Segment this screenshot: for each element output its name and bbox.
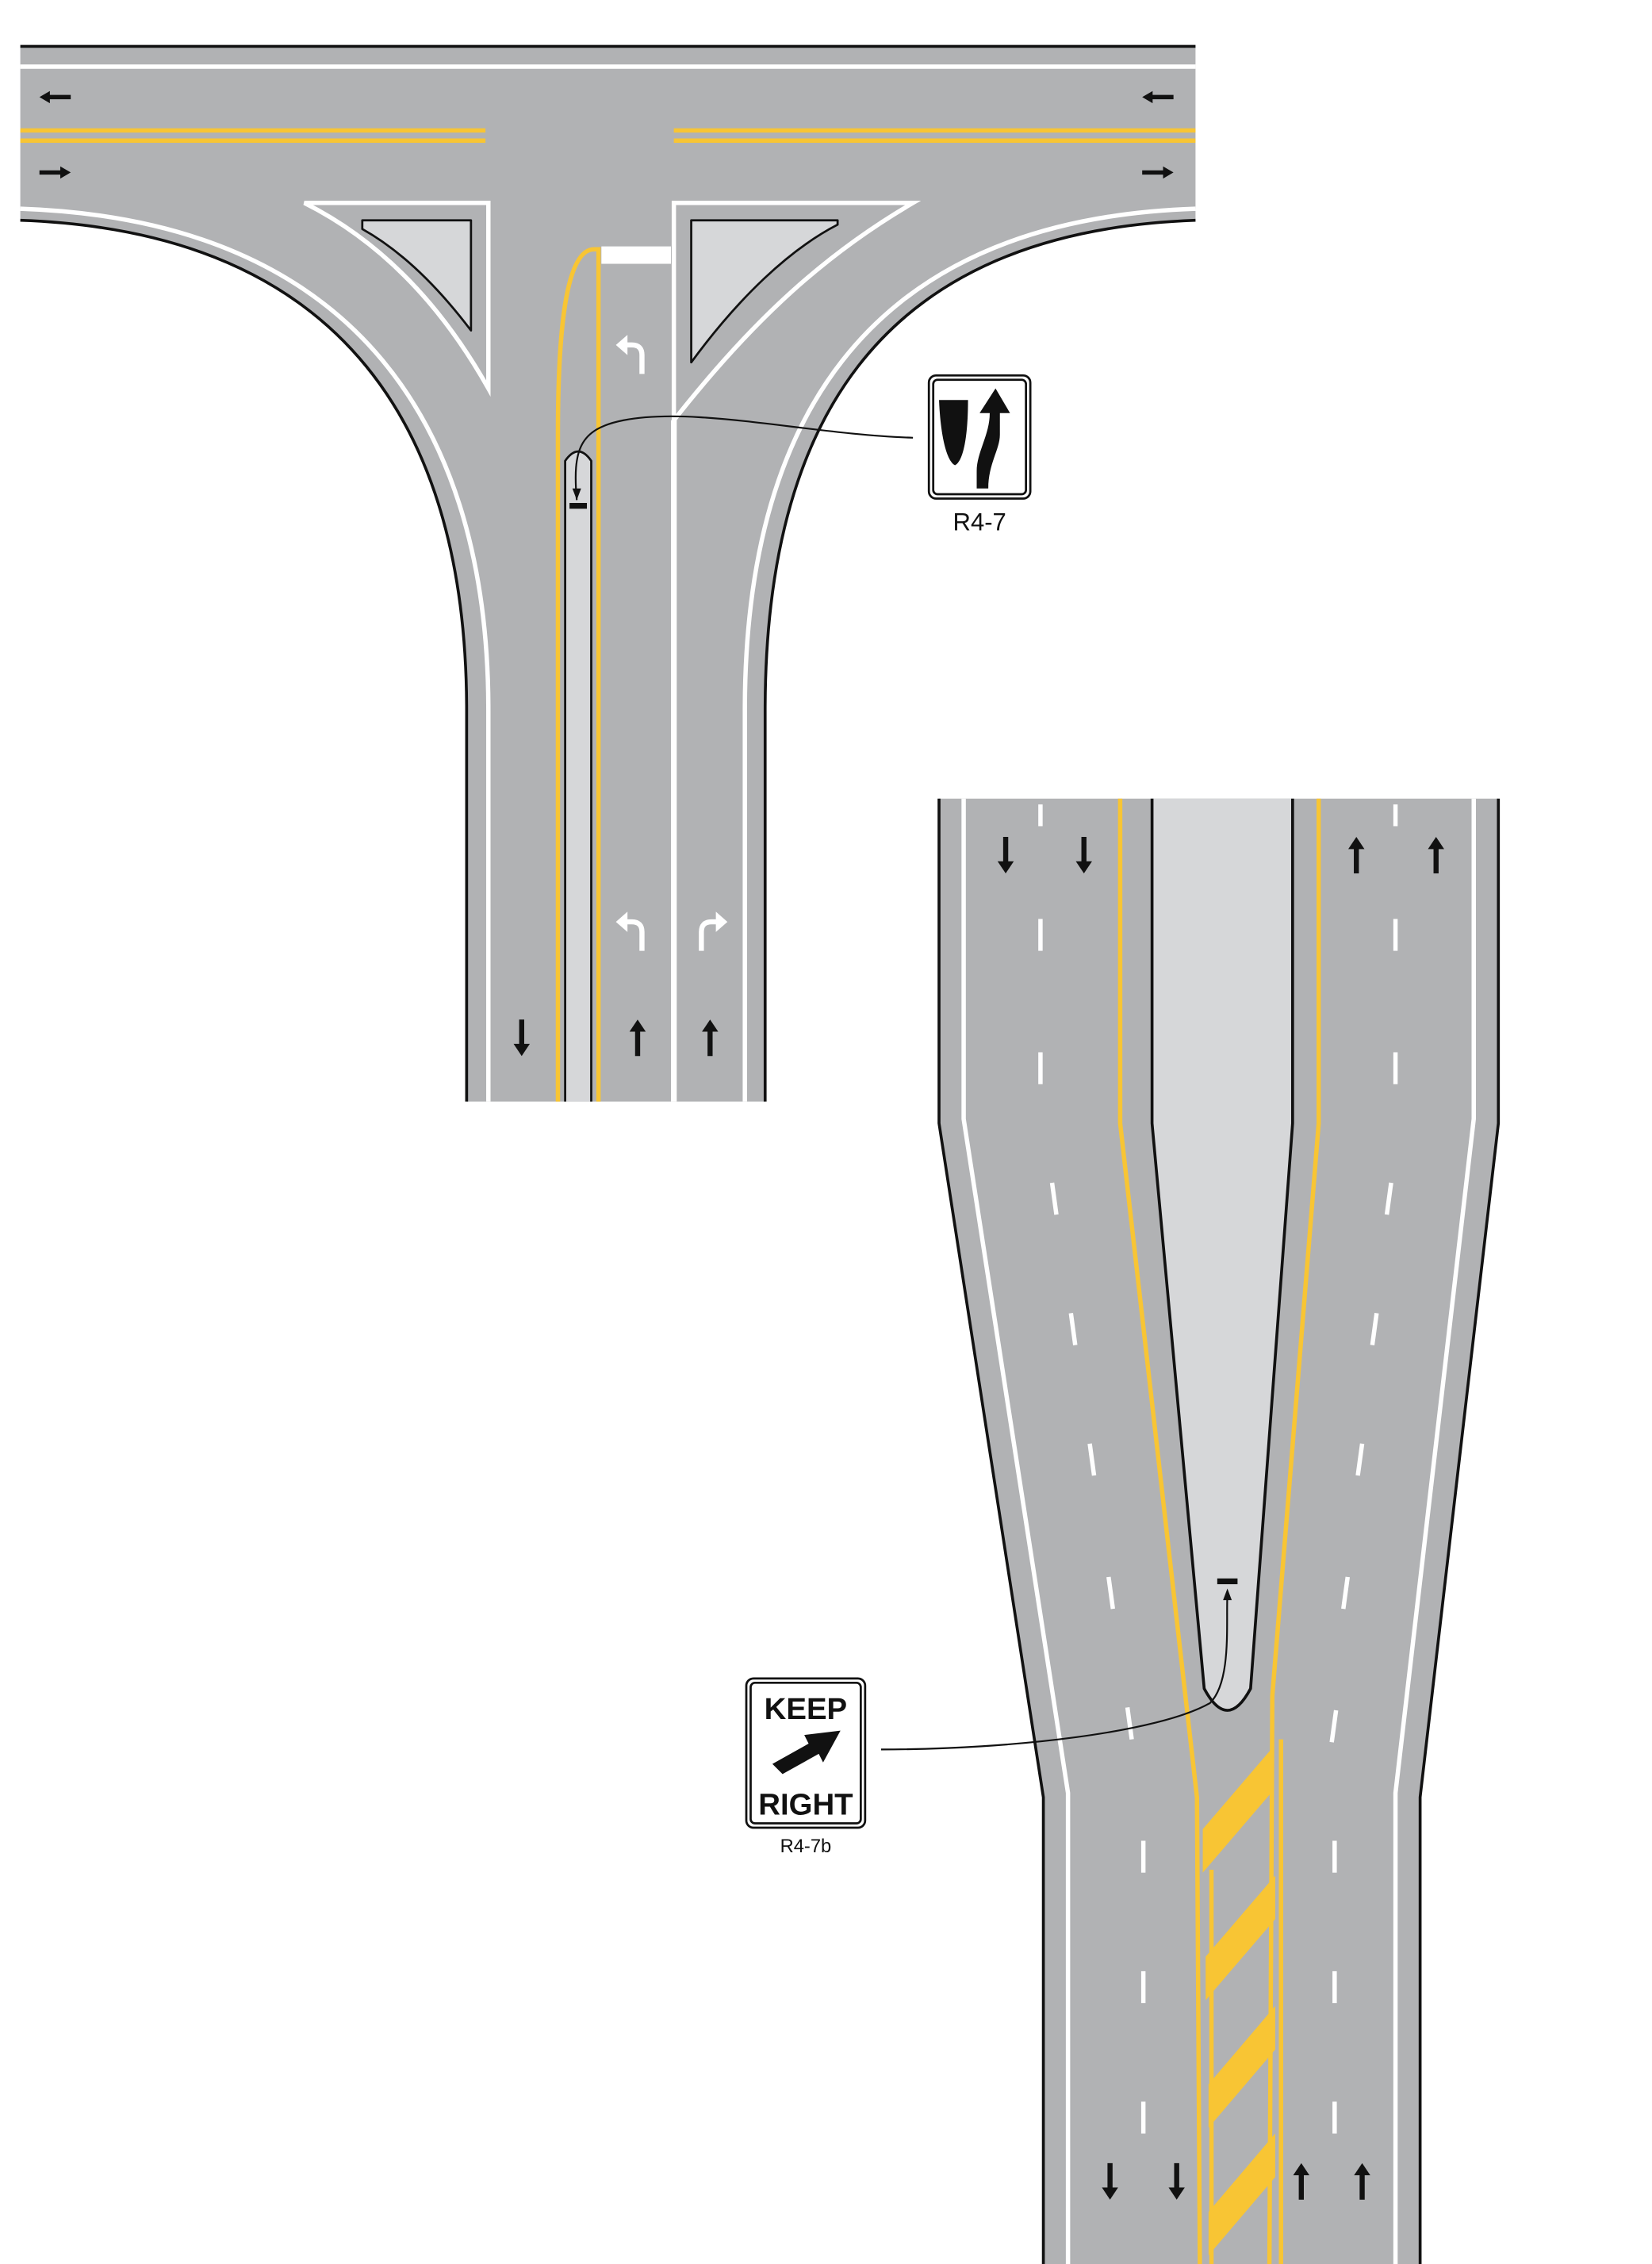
- white-edge-line: [1393, 798, 1476, 2264]
- left-channelizing-island: [303, 201, 491, 397]
- double-yellow-centerline: [20, 128, 1196, 143]
- hatched-median-markings: [1202, 1748, 1275, 2256]
- sign-r4-7: [927, 374, 1032, 500]
- leader-arrowhead: [1223, 1588, 1232, 1601]
- stop-bar: [601, 246, 671, 264]
- divided-highway: [937, 798, 1501, 2264]
- sign-post-marker: [569, 503, 588, 509]
- island-symbol-icon: [939, 400, 968, 466]
- pavement: [20, 46, 1196, 1102]
- right-channelizing-island: [671, 201, 922, 427]
- white-edge-line: [961, 798, 1071, 2264]
- lane-dashes: [1038, 804, 1398, 2134]
- diagonal-arrow-icon: [772, 1730, 841, 1775]
- sign-code-r4-7: R4-7: [953, 508, 1006, 536]
- right-turn-arrow-icon: [699, 919, 718, 951]
- leader-line: [880, 1594, 1228, 1751]
- sign-r4-7b: KEEP RIGHT: [745, 1677, 867, 1829]
- road-edge: [20, 218, 469, 1102]
- sign-text-right: RIGHT: [758, 1788, 853, 1822]
- road-edge: [937, 798, 1045, 2264]
- sign-code-r4-7b: R4-7b: [780, 1836, 832, 1857]
- road-edge: [763, 218, 1196, 1102]
- left-turn-arrow-head: [615, 335, 628, 355]
- sign-text-keep: KEEP: [765, 1692, 847, 1726]
- white-edge-line: [20, 206, 491, 1102]
- raised-median: [1150, 798, 1294, 1712]
- right-turn-arrow-head: [715, 911, 728, 932]
- curved-arrow-icon: [976, 388, 1010, 489]
- left-turn-arrow-icon: [626, 919, 645, 951]
- left-turn-arrow-icon: [626, 342, 645, 374]
- yellow-edge-line: [1267, 798, 1321, 2264]
- leader-line: [574, 415, 914, 501]
- left-turn-arrow-head: [615, 911, 628, 932]
- yellow-edge-line: [1117, 798, 1202, 2264]
- t-intersection: [20, 44, 1196, 1102]
- road-edge: [1418, 798, 1501, 2264]
- white-edge-line: [742, 206, 1196, 1102]
- sign-post-marker: [1217, 1578, 1238, 1585]
- yellow-median-line: [555, 247, 601, 1102]
- leader-arrowhead: [572, 488, 581, 501]
- median-island: [564, 450, 592, 1102]
